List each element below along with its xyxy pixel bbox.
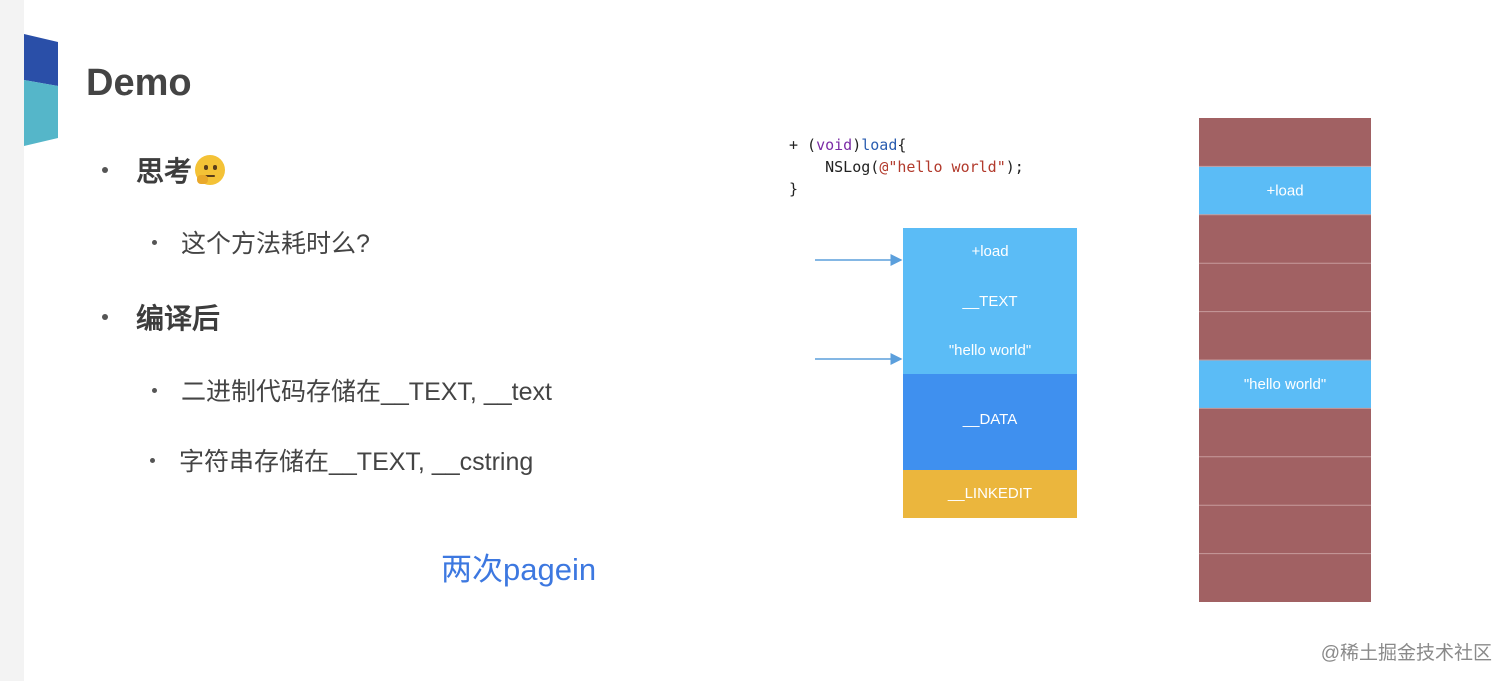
memory-page: [1199, 456, 1371, 506]
bullet-dot: [152, 239, 157, 245]
memory-pages: +load "hello world": [1199, 118, 1371, 602]
segment-label-linkedit: __LINKEDIT: [947, 485, 1032, 502]
bullet-compiled: 编译后: [102, 297, 220, 337]
memory-page: [1199, 214, 1371, 264]
memory-page: [1199, 118, 1371, 167]
bullet-thinking: 思考: [102, 150, 226, 190]
bullet-dot: [150, 457, 155, 463]
memory-page: [1199, 408, 1371, 457]
bullet-dot: [102, 167, 108, 173]
code-string-hello: @"hello world": [879, 158, 1006, 176]
memory-page: [1199, 263, 1371, 312]
segment-linkedit: [903, 470, 1077, 518]
segment-label-text: __TEXT: [961, 293, 1017, 310]
bullet-text-section: 二进制代码存储在__TEXT, __text: [152, 372, 552, 408]
memory-page: [1199, 505, 1371, 554]
slide-title: Demo: [86, 62, 192, 104]
code-line3: }: [789, 180, 799, 198]
code-line2-suffix: );: [1005, 158, 1024, 176]
code-line1-suffix: {: [897, 136, 907, 154]
bullet-text-section-text: 二进制代码存储在__TEXT, __text: [181, 378, 552, 406]
memory-page-highlighted: [1199, 360, 1371, 409]
segment-text: [903, 228, 1077, 374]
segment-data: [903, 374, 1077, 470]
code-line1-prefix: + (: [789, 136, 817, 154]
segment-label-load: +load: [971, 243, 1008, 260]
code-keyword-void: void: [816, 136, 853, 154]
memory-page-label: +load: [1266, 183, 1303, 200]
watermark: @稀土掘金技术社区: [1320, 643, 1492, 664]
code-line1-mid: ): [852, 136, 862, 154]
bullet-dot: [102, 314, 108, 320]
bullet-cstring-section-text: 字符串存储在__TEXT, __cstring: [179, 448, 534, 476]
memory-page: [1199, 311, 1371, 360]
bullet-question: 这个方法耗时么?: [152, 224, 370, 260]
corner-logo-icon: [24, 34, 58, 146]
code-line2-prefix: NSLog(: [789, 158, 880, 176]
pagein-highlight: 两次pagein: [441, 552, 597, 587]
code-snippet: + (void)load{ NSLog(@"hello world"); }: [789, 134, 1024, 200]
bullet-cstring-section: 字符串存储在__TEXT, __cstring: [150, 442, 533, 478]
bullet-dot: [152, 387, 157, 393]
memory-page: [1199, 553, 1371, 602]
segment-label-hello: "hello world": [949, 342, 1031, 359]
bullet-compiled-text: 编译后: [136, 303, 221, 334]
thinking-face-icon: [195, 155, 226, 185]
segment-label-data: __DATA: [962, 411, 1017, 428]
memory-page-highlighted: [1199, 166, 1371, 215]
bullet-question-text: 这个方法耗时么?: [181, 230, 370, 258]
bullet-thinking-text: 思考: [136, 156, 193, 187]
memory-page-label: "hello world": [1244, 376, 1326, 393]
code-fn-load: load: [861, 136, 898, 154]
